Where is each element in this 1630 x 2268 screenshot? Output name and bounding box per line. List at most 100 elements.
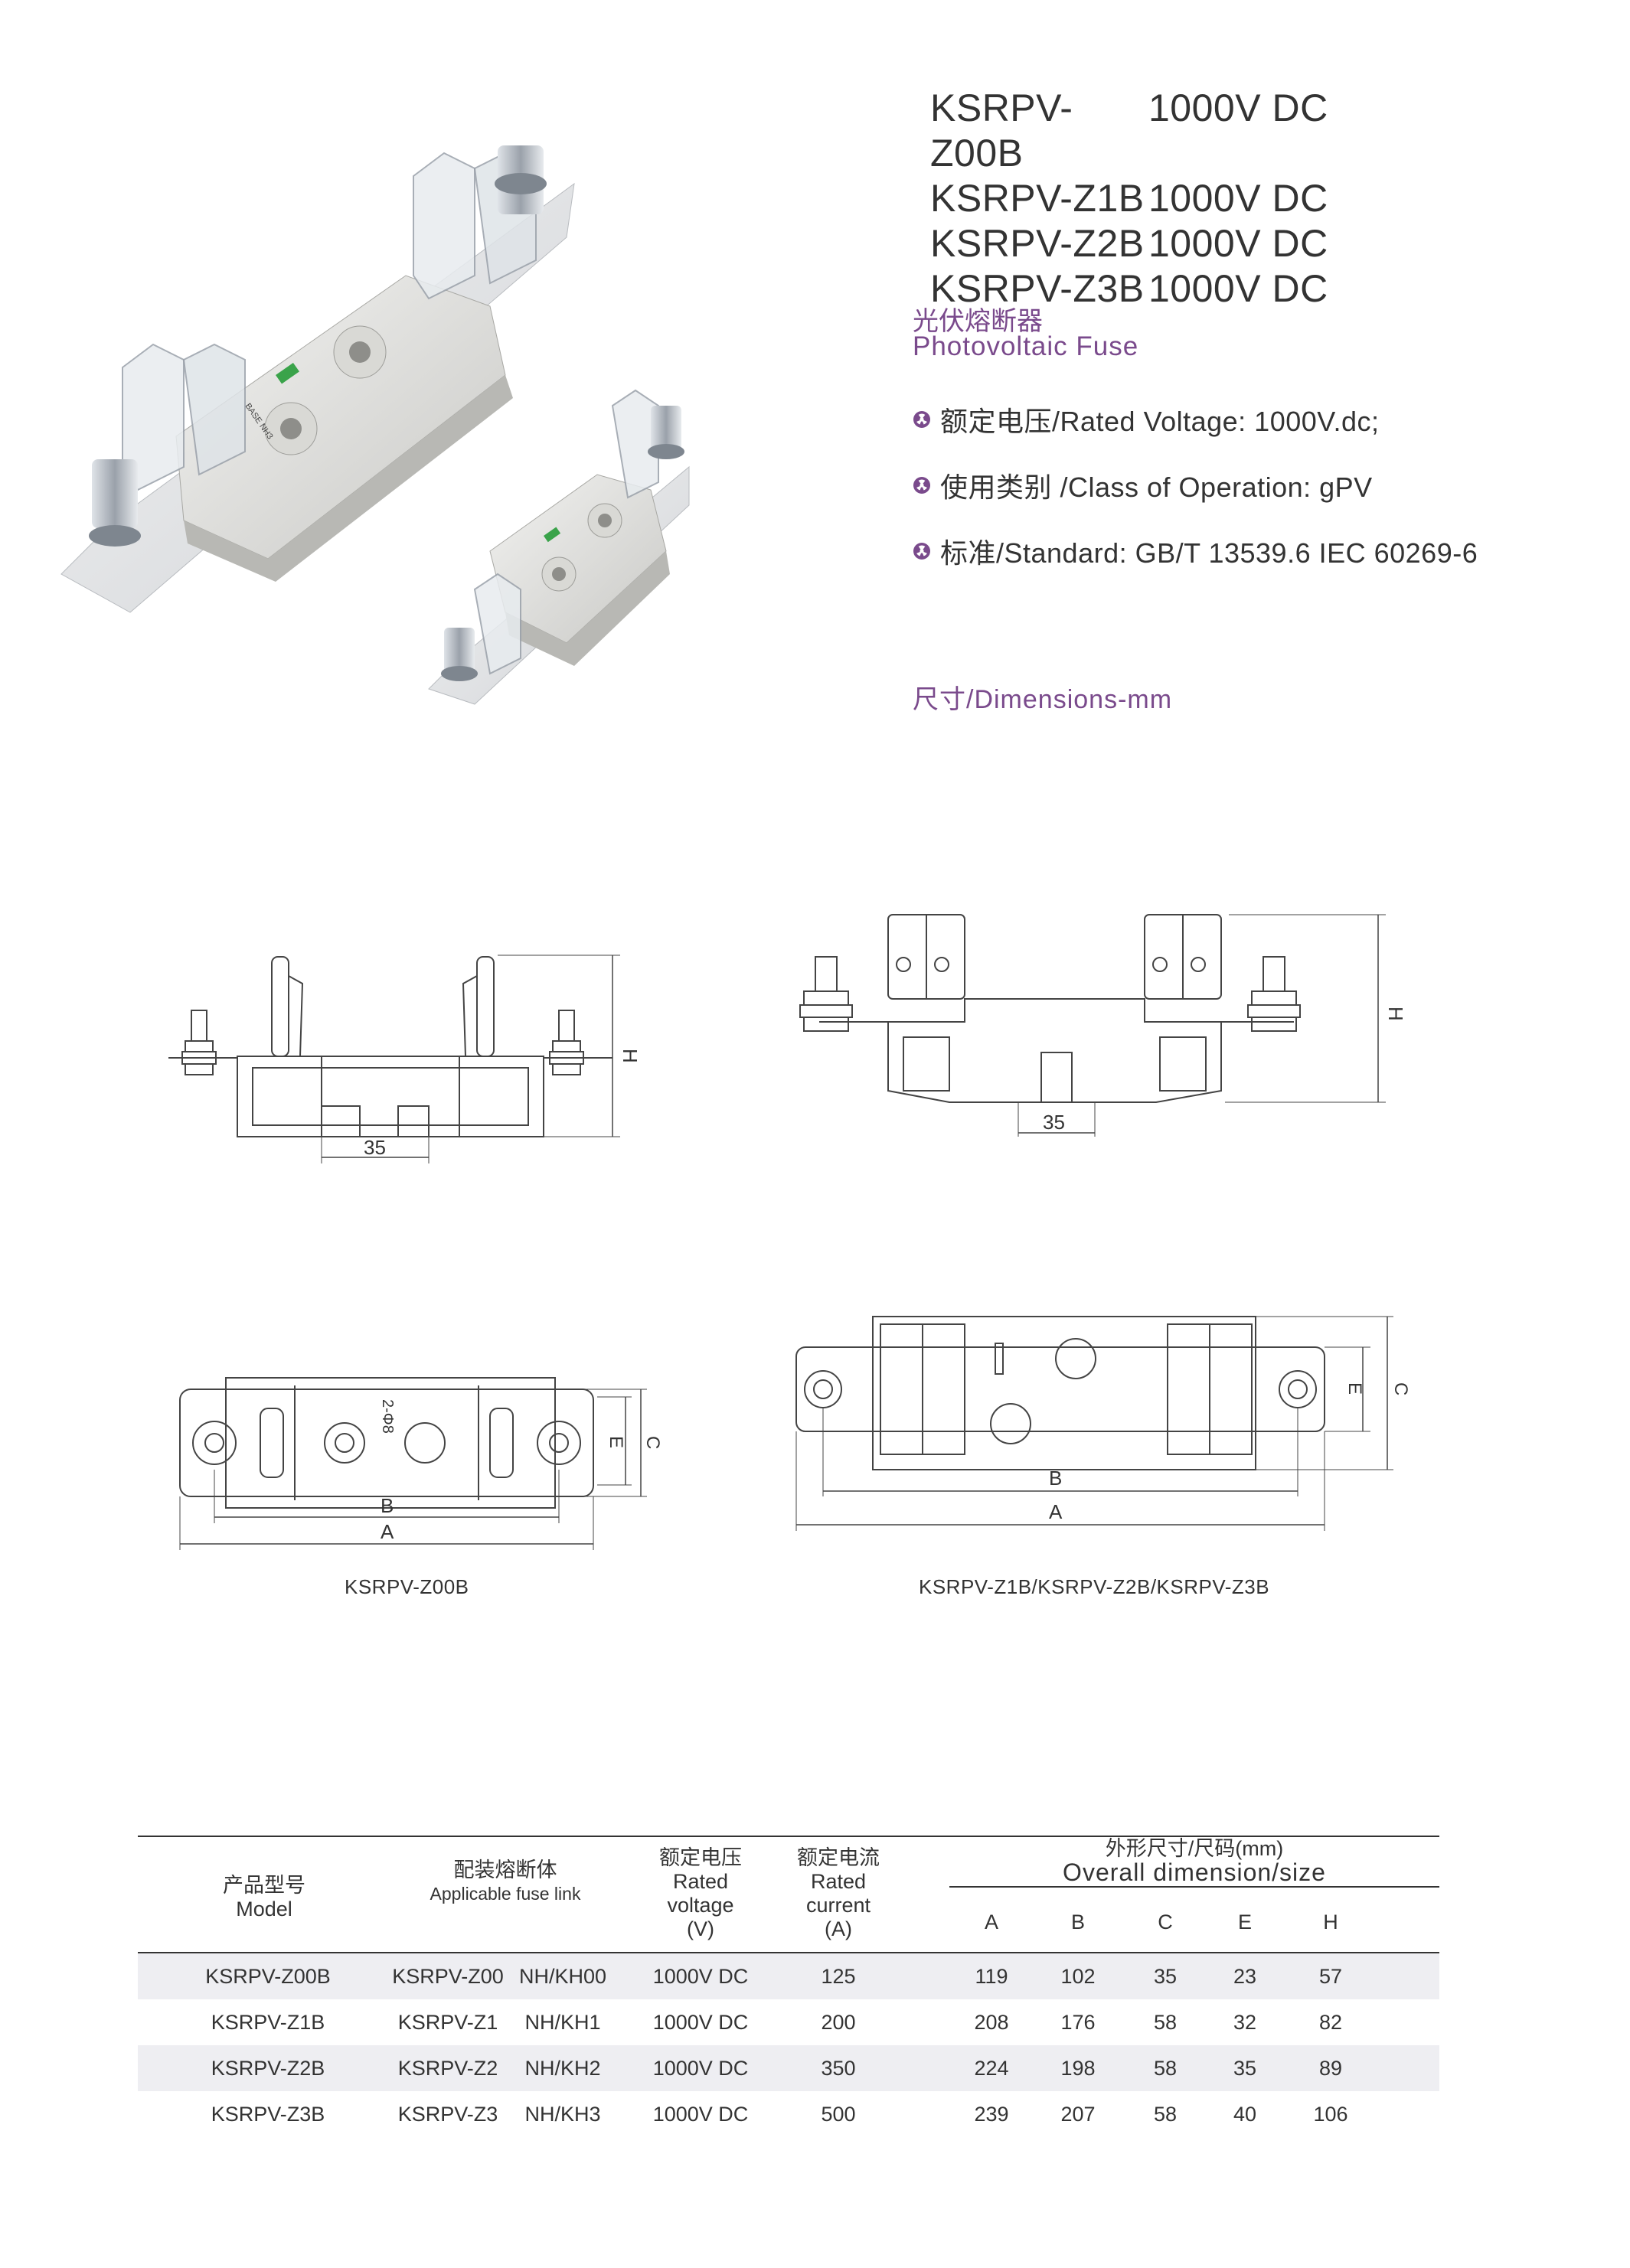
th-current: 额定电流 Rated current (A) — [781, 1846, 896, 1941]
cell-kh: NH/KH3 — [524, 2102, 601, 2126]
dim-b-label: B — [381, 1494, 394, 1517]
cell-h: 57 — [1318, 1964, 1343, 1988]
th-link-en: Applicable fuse link — [430, 1884, 581, 1904]
model-voltage: 1000V DC — [1148, 177, 1328, 220]
dim-35-label: 35 — [1043, 1111, 1065, 1134]
cell-h: 82 — [1318, 2010, 1343, 2034]
th-dims-cn: 外形尺寸/尺码(mm) — [1105, 1837, 1284, 1860]
cell-model: KSRPV-Z2B — [211, 2056, 325, 2080]
table-row: KSRPV-Z00B KSRPV-Z00 NH/KH00 1000V DC 12… — [138, 1953, 1439, 1999]
th-col-e: E — [1237, 1911, 1252, 1934]
radiation-icon — [913, 543, 930, 560]
spec-class-of-operation: 使用类别 /Class of Operation: gPV — [913, 465, 1373, 505]
cell-voltage: 1000V DC — [652, 1964, 749, 1988]
cell-b: 176 — [1060, 2010, 1096, 2034]
cell-kh: NH/KH1 — [524, 2010, 601, 2034]
spec-text: 标准/Standard: GB/T 13539.6 IEC 60269-6 — [940, 537, 1478, 569]
cell-link: KSRPV-Z1 — [397, 2010, 498, 2034]
drawing-z00b-top: 2-Φ8 B A E C — [179, 1377, 662, 1550]
model-name: KSRPV-Z2B — [930, 222, 1145, 265]
dim-b-label: B — [1049, 1467, 1062, 1490]
spec-text: 额定电压/Rated Voltage: 1000V.dc; — [940, 406, 1380, 437]
cell-b: 198 — [1060, 2056, 1096, 2080]
dim-35-label: 35 — [364, 1136, 386, 1159]
dim-e-label: E — [606, 1436, 626, 1448]
cell-a: 208 — [974, 2010, 1009, 2034]
product-title-cn: 光伏熔断器 — [913, 307, 1043, 336]
cell-e: 35 — [1233, 2056, 1257, 2080]
spec-rated-voltage: 额定电压/Rated Voltage: 1000V.dc; — [913, 400, 1380, 439]
th-voltage-cn: 额定电压 — [659, 1846, 742, 1869]
radiation-icon — [913, 411, 930, 428]
model-name: KSRPV-Z1B — [930, 177, 1145, 220]
th-model: 产品型号 Model — [203, 1874, 325, 1921]
cell-c: 58 — [1153, 2056, 1178, 2080]
th-voltage-en: voltage — [667, 1894, 734, 1917]
table-row: KSRPV-Z1B KSRPV-Z1 NH/KH1 1000V DC 200 2… — [138, 1999, 1439, 2045]
table-row: KSRPV-Z3B KSRPV-Z3 NH/KH3 1000V DC 500 2… — [138, 2091, 1439, 2137]
th-voltage-en: Rated — [672, 1870, 729, 1893]
dim-h-label: H — [1384, 1007, 1407, 1021]
spec-standard: 标准/Standard: GB/T 13539.6 IEC 60269-6 — [913, 531, 1478, 571]
cell-b: 207 — [1060, 2102, 1096, 2126]
drawing-z1b-top: B A E C — [795, 1316, 1411, 1531]
radiation-icon — [913, 477, 930, 494]
th-current-en: Rated — [810, 1870, 867, 1893]
cell-a: 119 — [975, 1964, 1008, 1988]
model-voltage: 1000V DC — [1148, 267, 1328, 310]
th-current-en: current — [805, 1894, 871, 1917]
drawing-z1b-side: H 35 — [799, 914, 1407, 1137]
cell-link: KSRPV-Z00 — [392, 1964, 504, 1988]
cell-current: 500 — [821, 2102, 856, 2126]
th-col-h: H — [1323, 1911, 1338, 1934]
hole-label: 2-Φ8 — [379, 1399, 396, 1434]
cell-e: 32 — [1233, 2010, 1257, 2034]
th-col-b: B — [1070, 1911, 1085, 1934]
th-current-unit: (A) — [825, 1917, 852, 1940]
cell-current: 200 — [821, 2010, 856, 2034]
dim-h-label: H — [619, 1049, 642, 1063]
cell-h: 106 — [1313, 2102, 1348, 2126]
cell-kh: NH/KH00 — [518, 1964, 607, 1988]
product-title-en: Photovoltaic Fuse — [913, 331, 1139, 361]
cell-link: KSRPV-Z2 — [397, 2056, 498, 2080]
cell-current: 350 — [821, 2056, 856, 2080]
table-row: KSRPV-Z2B KSRPV-Z2 NH/KH2 1000V DC 350 2… — [138, 2045, 1439, 2091]
th-model-cn: 产品型号 — [223, 1874, 305, 1897]
dim-e-label: E — [1344, 1382, 1365, 1395]
spec-table: 产品型号 Model 配装熔断体 Applicable fuse link 额定… — [138, 1836, 1439, 2137]
cell-voltage: 1000V DC — [652, 2056, 749, 2080]
cell-c: 35 — [1153, 1964, 1178, 1988]
cell-a: 224 — [974, 2056, 1009, 2080]
drawing-caption-z1b: KSRPV-Z1B/KSRPV-Z2B/KSRPV-Z3B — [919, 1575, 1270, 1598]
cell-c: 58 — [1153, 2102, 1178, 2126]
cell-c: 58 — [1153, 2010, 1178, 2034]
small-fuse-base-photo — [428, 389, 690, 705]
cell-kh: NH/KH2 — [524, 2056, 601, 2080]
model-voltage: 1000V DC — [1148, 222, 1328, 265]
th-voltage-unit: (V) — [687, 1917, 714, 1940]
cell-model: KSRPV-Z1B — [211, 2010, 325, 2034]
model-name: KSRPV-Z3B — [930, 267, 1145, 310]
th-dims-en: Overall dimension/size — [1063, 1858, 1326, 1886]
drawing-caption-z00b: KSRPV-Z00B — [345, 1575, 469, 1598]
cell-model: KSRPV-Z3B — [211, 2102, 325, 2126]
large-fuse-base-photo: BASE NH3 — [60, 145, 575, 613]
dim-a-label: A — [1049, 1500, 1063, 1523]
th-dimensions: 外形尺寸/尺码(mm) Overall dimension/size — [949, 1837, 1439, 1888]
drawing-z00b-side: 35 H — [168, 955, 642, 1163]
cell-e: 40 — [1233, 2102, 1257, 2126]
th-model-en: Model — [236, 1898, 292, 1920]
cell-b: 102 — [1060, 1964, 1096, 1988]
table-header: 产品型号 Model 配装熔断体 Applicable fuse link 额定… — [138, 1836, 1439, 1953]
dim-a-label: A — [381, 1520, 394, 1543]
cell-voltage: 1000V DC — [652, 2010, 749, 2034]
dimensions-title: 尺寸/Dimensions-mm — [913, 685, 1173, 714]
spec-text: 使用类别 /Class of Operation: gPV — [940, 472, 1373, 503]
cell-a: 239 — [974, 2102, 1009, 2126]
cell-voltage: 1000V DC — [652, 2102, 749, 2126]
